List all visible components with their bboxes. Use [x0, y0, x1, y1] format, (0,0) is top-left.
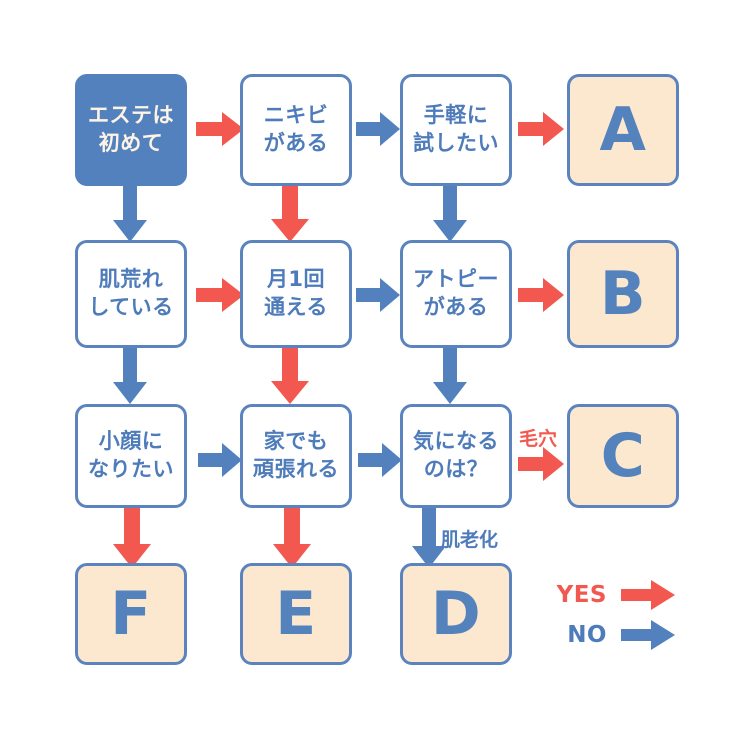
result-f-letter: F: [110, 579, 152, 649]
node-concern-line-2: のは？: [423, 457, 489, 481]
arrow-monthly-to-home: [271, 348, 309, 404]
node-question-concern[interactable]: 気になる のは？: [400, 404, 512, 508]
node-home-line-2: 頑張れる: [253, 457, 339, 481]
node-acne-line-2: がある: [263, 131, 329, 155]
node-question-monthly-visit[interactable]: 月1回 通える: [240, 240, 352, 348]
legend-no-arrow-icon: [621, 620, 675, 650]
arrow-concern-to-c: [518, 447, 564, 481]
edge-label-hiroka: 肌老化: [441, 529, 499, 551]
node-question-small-face[interactable]: 小顔に なりたい: [75, 404, 187, 508]
arrow-atopy-to-concern: [433, 348, 467, 404]
node-atopy-line-1: アトピー: [413, 267, 499, 292]
arrow-concern-to-d: [412, 508, 446, 568]
arrow-atopy-to-b: [518, 278, 564, 312]
node-concern-line-1: 気になる: [413, 429, 499, 454]
node-small-line-1: 小顔に: [98, 429, 164, 454]
node-result-a[interactable]: A: [567, 74, 679, 186]
legend-row-yes: YES: [545, 575, 675, 615]
arrow-rough-to-small: [113, 348, 147, 404]
arrow-easy-to-atopy: [433, 186, 467, 242]
node-monthly-line-2: 通える: [264, 295, 328, 319]
node-result-c[interactable]: C: [567, 404, 679, 508]
node-easy-line-1: 手軽に: [423, 103, 489, 128]
node-question-atopy[interactable]: アトピー がある: [400, 240, 512, 348]
arrow-acne-to-monthly: [271, 186, 309, 242]
node-result-b[interactable]: B: [567, 240, 679, 348]
result-d-letter: D: [430, 579, 482, 649]
node-atopy-line-2: がある: [423, 295, 489, 319]
arrow-home-to-e: [273, 508, 311, 568]
node-start-line-1: エステは: [88, 103, 174, 128]
node-small-line-2: なりたい: [88, 457, 174, 481]
arrow-small-to-f: [113, 508, 151, 568]
arrow-acne-to-easy: [356, 112, 400, 146]
legend: YES NO: [545, 575, 675, 655]
node-start-line-2: 初めて: [98, 131, 164, 155]
arrow-home-to-concern: [358, 443, 402, 477]
arrow-small-to-home: [198, 443, 242, 477]
arrow-monthly-to-atopy: [356, 278, 400, 312]
result-a-letter: A: [599, 95, 647, 165]
legend-no-label: NO: [567, 622, 607, 648]
arrow-start-to-acne: [196, 112, 244, 146]
arrow-easy-to-a: [518, 112, 564, 146]
arrow-rough-to-monthly: [196, 278, 244, 312]
node-start[interactable]: エステは 初めて: [75, 74, 187, 186]
node-result-d[interactable]: D: [400, 563, 512, 665]
node-rough-line-1: 肌荒れ: [98, 267, 164, 292]
node-result-e[interactable]: E: [240, 563, 352, 665]
edge-label-keana: 毛穴: [519, 428, 558, 450]
legend-row-no: NO: [545, 615, 675, 655]
node-home-line-1: 家でも: [263, 429, 329, 454]
node-result-f[interactable]: F: [75, 563, 187, 665]
node-question-easy-try[interactable]: 手軽に 試したい: [400, 74, 512, 186]
legend-yes-arrow-icon: [621, 580, 675, 610]
node-easy-line-2: 試したい: [413, 131, 499, 155]
result-e-letter: E: [275, 579, 317, 649]
node-monthly-line-1: 月1回: [266, 267, 326, 292]
legend-yes-label: YES: [556, 582, 607, 608]
node-acne-line-1: ニキビ: [263, 103, 329, 128]
arrow-start-to-rough: [113, 186, 147, 242]
node-question-rough-skin[interactable]: 肌荒れ している: [75, 240, 187, 348]
node-rough-line-2: している: [88, 295, 174, 319]
result-b-letter: B: [599, 259, 647, 329]
node-question-acne[interactable]: ニキビ がある: [240, 74, 352, 186]
result-c-letter: C: [600, 421, 646, 491]
node-question-home-effort[interactable]: 家でも 頑張れる: [240, 404, 352, 508]
